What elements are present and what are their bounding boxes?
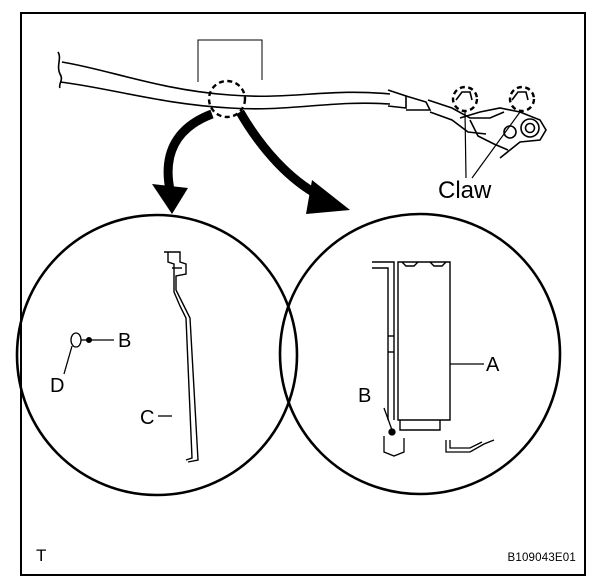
zoom-marker-circles [207,79,536,119]
bracket-part-a [372,261,451,431]
label-c: C [140,407,154,429]
claw-leaders [464,111,521,179]
detail-circle-right [278,212,562,496]
curved-arrow-left [152,109,214,214]
clip-part-b-left [63,332,114,375]
label-a: A [486,354,500,376]
curved-arrow-right [236,109,350,214]
figure-code: B109043E01 [507,552,576,564]
cable-tip [445,439,495,453]
claw-label: Claw [438,177,492,204]
wire-part-c [164,251,199,463]
cable-assembly [57,51,547,159]
label-b-right: B [358,385,371,407]
view-mark: T [36,546,47,565]
claw-circle-left [451,85,479,113]
label-d: D [50,375,64,397]
claw-circle-right [508,85,536,113]
clip-part-b-right [383,407,405,457]
detail-circle-left [15,213,299,497]
section-bracket [197,39,263,82]
zoom-circle-main [207,79,247,119]
label-b-left: B [118,330,131,352]
